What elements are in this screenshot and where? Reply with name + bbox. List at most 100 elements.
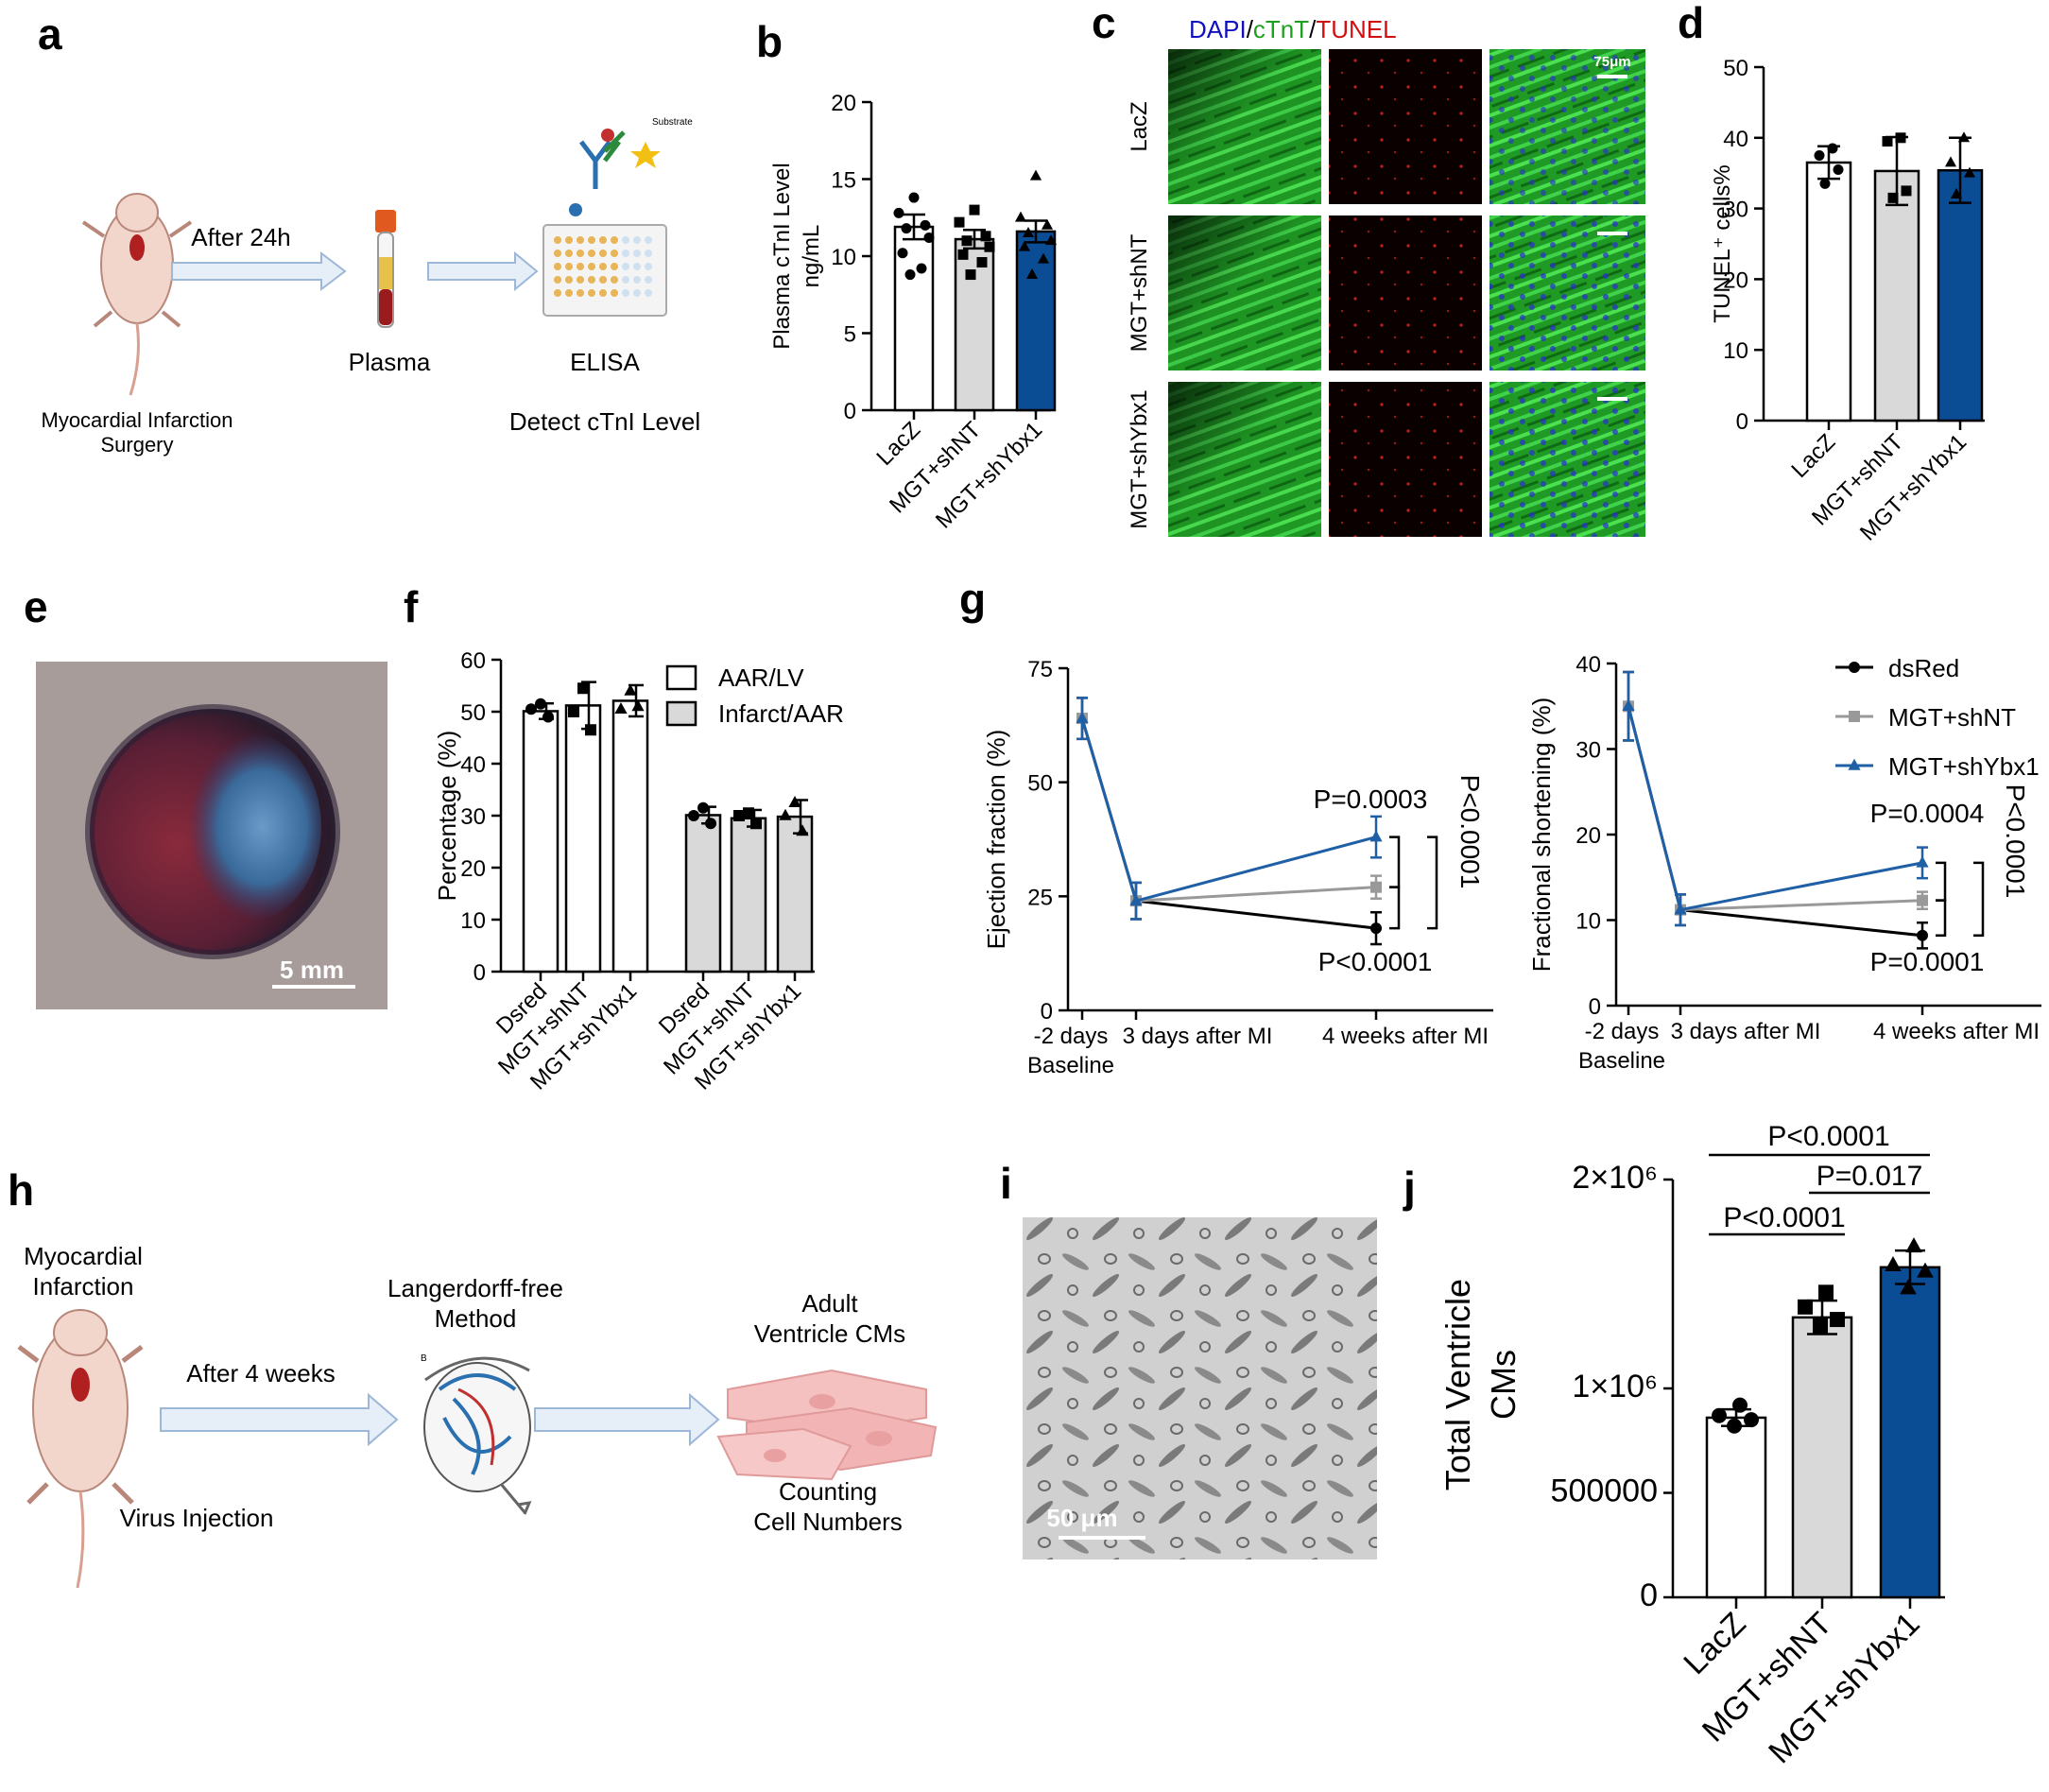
data-point [585,724,596,736]
data-point-1-2 [1917,894,1928,906]
legend-marker-1 [1849,711,1860,722]
data-point [1885,1256,1902,1272]
annotation-side: P<0.0001 [1455,775,1485,889]
header-dapi: DAPI [1189,15,1247,43]
header-ctnt: cTnT [1253,15,1309,43]
data-point [1712,1407,1727,1423]
x-sub-label: Baseline [1578,1048,1665,1074]
bar-1-2 [776,815,814,974]
data-point [568,706,579,717]
plasma-label: Plasma [349,348,431,376]
data-point [535,698,546,710]
heart-perfusion-sketch: B [421,1353,532,1515]
data-point [1798,1299,1813,1315]
mouse-caption-line2: Surgery [100,433,173,457]
data-point-2-1 [1674,903,1687,915]
mouse-illustration-h [17,1309,144,1589]
bar-1 [954,237,995,412]
bar-0 [1805,161,1852,422]
data-point [961,235,973,247]
data-point [1887,192,1899,203]
micrograph-header: DAPI/cTnT/TUNEL [1189,15,1397,43]
micrograph-scale-label: 75μm [1593,54,1630,70]
data-point [1041,218,1054,230]
method-label-line1: Langerdorff-free [387,1274,563,1302]
data-point [969,204,980,215]
y-tick-label: 10 [460,908,486,934]
x-tick-label: -2 days [1585,1019,1660,1044]
elisa-plate [542,224,667,317]
bar-0-1 [564,704,602,974]
y-tick-label: 0 [844,399,856,424]
annotation-bottom: P<0.0001 [1318,947,1433,976]
data-point-0-2 [1370,922,1382,935]
x-tick-label: MGT+shYbx1 [1762,1606,1927,1771]
arrow-after-24h [171,250,347,292]
arrow-after-4-weeks [160,1392,399,1447]
y-tick-label: 20 [1723,267,1748,293]
arrow-to-elisa [427,250,539,292]
annotation-top: P=0.0003 [1314,784,1428,814]
data-point [923,232,935,243]
annotation-top: P=0.0004 [1870,799,1985,828]
data-point [1813,1318,1828,1334]
data-point [1814,150,1825,161]
data-point [984,241,995,252]
header-slash-2: / [1309,15,1317,43]
scale-bar-row3 [1597,397,1627,401]
data-point [577,682,589,695]
data-point-2-2 [1369,830,1383,842]
data-point [976,257,988,268]
panel-label-g: g [959,575,986,624]
adult-cms-line1: Adult [801,1289,858,1318]
arrow-label-after-24h: After 24h [191,223,291,251]
bar-1 [1873,169,1920,422]
data-point [796,824,809,836]
panel-e-heart-photo: 5 mm [36,662,387,1009]
substrate-label: Substrate [652,117,693,128]
data-point [1827,143,1838,154]
bar-2 [1937,168,1984,422]
y-tick-label: 1×10⁶ [1572,1369,1658,1404]
y-axis-label: Ejection fraction (%) [982,730,1010,950]
data-point [779,808,792,820]
data-point-2-0 [1622,699,1635,712]
y-tick-label: 40 [1575,652,1601,678]
data-point [1895,132,1906,144]
panel-label-h: h [8,1165,34,1215]
adult-cms-line2: Ventricle CMs [754,1319,905,1348]
legend-label-1: MGT+shNT [1888,703,2016,732]
legend-swatch-0 [665,664,697,691]
y-tick-label: 30 [1723,198,1748,223]
data-point [893,207,904,218]
bracket-blue-grey [1936,861,1947,902]
micrograph-row-mgt-shybx1: MGT+shYbx1 [1127,389,1152,528]
bracket-blue-black [1973,861,1985,938]
data-point [1900,1279,1917,1295]
legend-marker-0 [1849,662,1860,673]
panel-label-d: d [1678,0,1704,47]
x-tick-label: LacZ [1786,429,1840,483]
y-axis-label: Fractional shortening (%) [1527,698,1556,972]
data-point [957,249,969,260]
y-tick-label: 50 [1027,771,1053,797]
h-title-line2: Infarction [33,1272,134,1301]
sig-label-lacz-shybx1: P<0.0001 [1767,1121,1889,1152]
x-tick-label: -2 days [1034,1024,1109,1049]
x-tick-label: LacZ [1677,1606,1752,1681]
y-tick-label: 60 [460,648,486,674]
x-tick-label: 4 weeks after MI [1322,1024,1489,1049]
data-point [1963,166,1976,178]
data-point [743,807,754,819]
x-tick-label: 3 days after MI [1671,1019,1821,1044]
data-point [525,703,537,715]
data-point [688,810,699,821]
data-point-1-2 [1370,881,1382,893]
scale-bar-row2 [1597,232,1627,235]
elisa-label: ELISA [570,348,640,376]
data-point [920,219,931,231]
y-tick-label: 30 [460,804,486,830]
data-point [1944,156,1957,167]
